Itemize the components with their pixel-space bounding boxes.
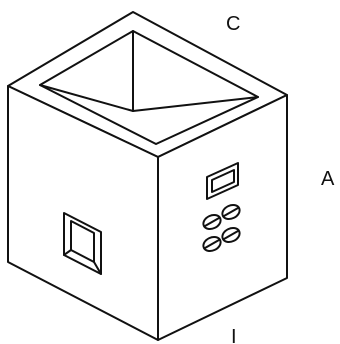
label-right: A bbox=[321, 168, 335, 190]
display-panel bbox=[206, 162, 239, 200]
opening-inner-edge-bottom bbox=[39, 84, 134, 112]
side-window bbox=[63, 212, 102, 275]
knob-2 bbox=[221, 203, 241, 221]
knob-1 bbox=[202, 213, 222, 231]
knob-3 bbox=[202, 235, 222, 253]
label-bottom: I bbox=[231, 326, 237, 344]
opening-inner-edge-right bbox=[132, 96, 259, 112]
box-opening bbox=[39, 30, 259, 145]
label-top: C bbox=[226, 13, 241, 35]
box-right-face bbox=[157, 94, 288, 341]
knob-4 bbox=[221, 226, 241, 244]
